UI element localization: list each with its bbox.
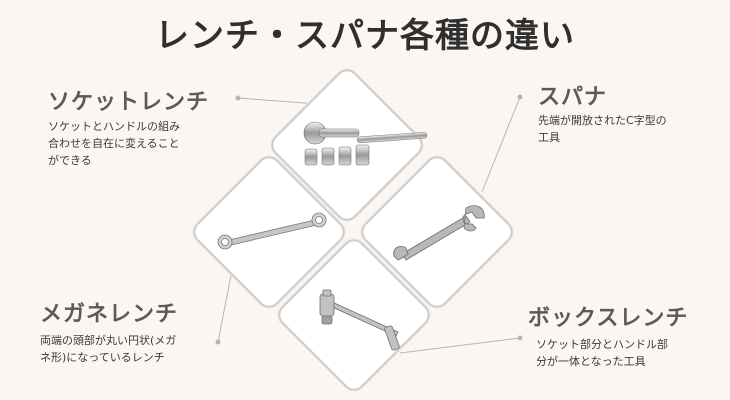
box-end-wrench-icon bbox=[217, 212, 327, 250]
t-handle-box-wrench-desc: ソケット部分とハンドル部 分が一体となった工具 bbox=[536, 338, 668, 368]
leader-box-end bbox=[217, 269, 233, 343]
page-title: レンチ・スパナ各種の違い bbox=[155, 16, 575, 56]
socket-wrench-desc: ソケットとハンドルの組み 合わせを自在に変えること ができる bbox=[48, 120, 180, 167]
box-end-wrench-desc: 両端の頭部が丸い円状(メガ ネ形)になっているレンチ bbox=[40, 334, 177, 364]
leader-spanner bbox=[481, 96, 521, 193]
spanner-title: スパナ bbox=[538, 85, 608, 110]
spanner-desc: 先端が開放されたC字型の 工具 bbox=[538, 114, 667, 144]
socket-wrench-set-icon bbox=[303, 121, 428, 166]
leader-t-handle bbox=[399, 337, 521, 354]
t-handle-box-wrench-icon bbox=[319, 289, 400, 351]
leader-socket bbox=[237, 97, 319, 105]
socket-wrench-title: ソケットレンチ bbox=[48, 90, 210, 115]
box-end-wrench-title: メガネレンチ bbox=[40, 302, 179, 327]
t-handle-box-wrench-title: ボックスレンチ bbox=[528, 306, 689, 331]
spanner-icon bbox=[393, 205, 485, 261]
